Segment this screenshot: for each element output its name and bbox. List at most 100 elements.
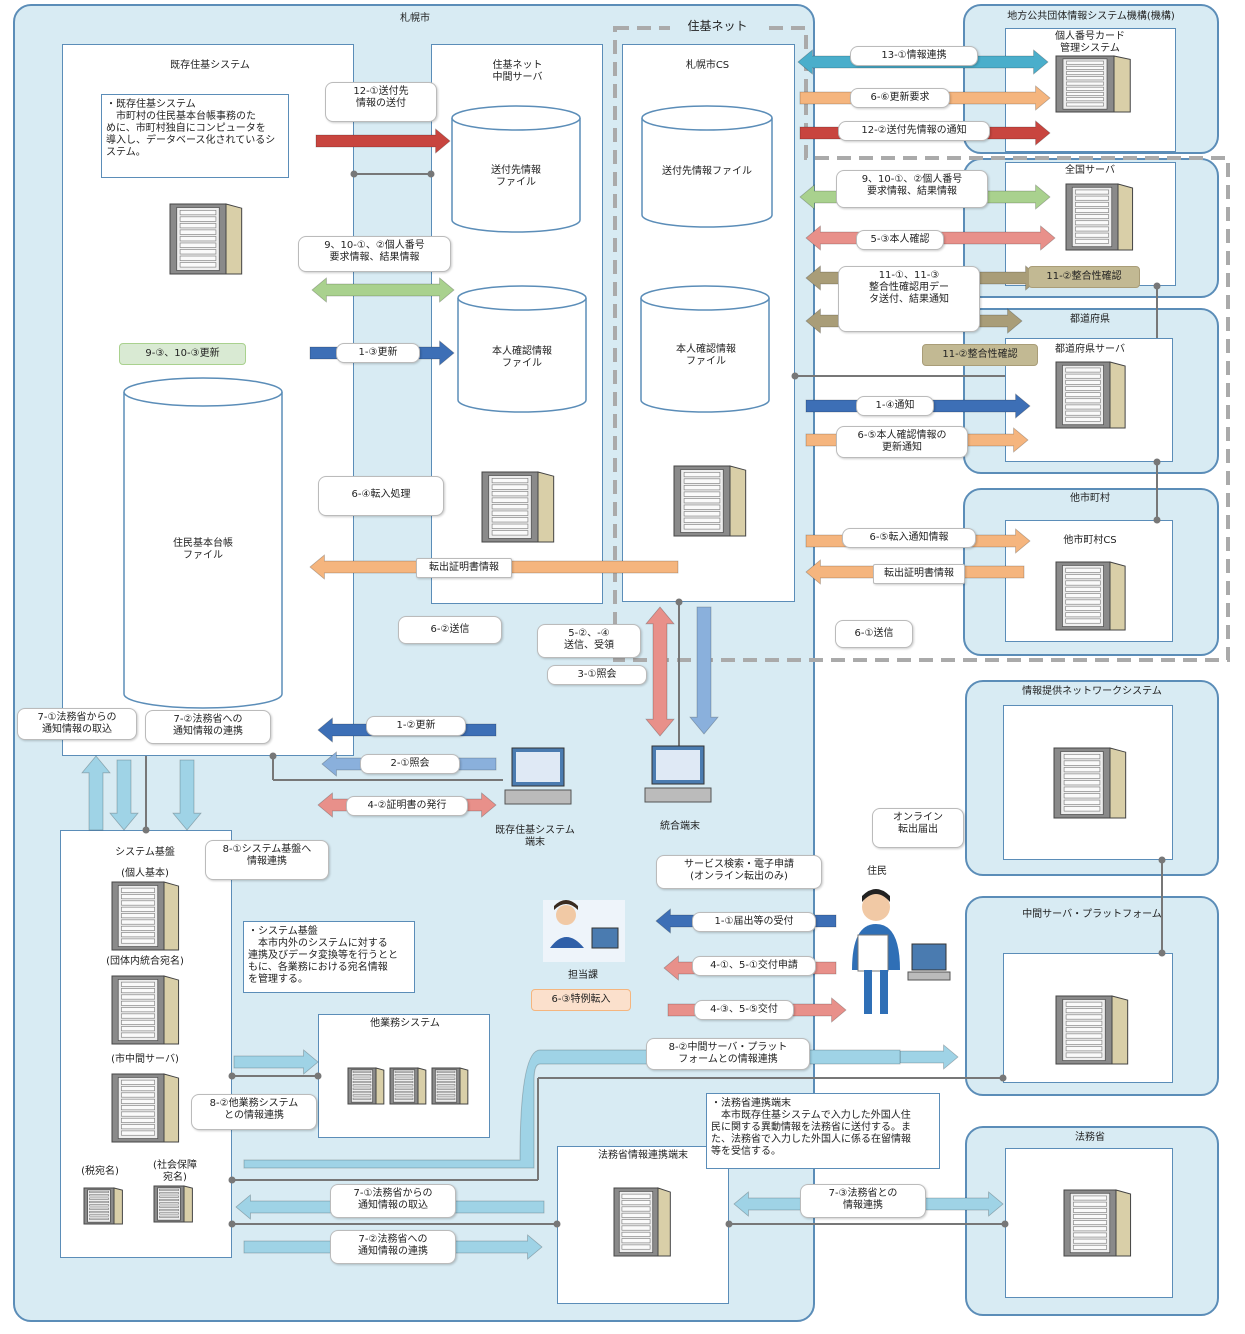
jukinet-title: 住基ネット xyxy=(670,20,765,32)
label-11-1: 11-①、11-③ 整合性確認用デー タ送付、結果通知 xyxy=(838,266,980,332)
jumin-person-icon xyxy=(852,889,951,1014)
kizon-terminal-label: 既存住基システム 端末 xyxy=(495,825,575,848)
label-9-left: 9、10-①、②個人番号 要求情報、結果情報 xyxy=(298,236,451,272)
gyomu-server-1-icon xyxy=(347,1067,385,1105)
homusho-note: ・法務省連携端末 本市既存住基システムで入力した外国人住 民に関する異動情報を法… xyxy=(706,1093,940,1169)
label-12-2: 12-②送付先情報の通知 xyxy=(838,121,990,141)
arrow-8-1-down xyxy=(172,759,202,831)
sofusaki-cs-label: 送付先情報ファイル xyxy=(662,166,752,177)
label-4-3: 4-③、5-⑤交付 xyxy=(694,1000,794,1020)
label-7-1-top: 7-①法務省からの 通知情報の取込 xyxy=(17,708,137,740)
kizon-note: ・既存住基システム 市町村の住民基本台帳事務のた めに、市町村独自にコンピュータ… xyxy=(101,94,289,178)
platform-server-icon xyxy=(1055,995,1129,1065)
label-tenshutsu-1: 転出証明書情報 xyxy=(416,558,512,578)
kizon-terminal-icon xyxy=(504,747,572,805)
gyomu-server-2-icon xyxy=(389,1067,427,1105)
tag-11-2b: 11-②整合性確認 xyxy=(922,344,1038,366)
arrow-3-1 xyxy=(689,606,719,735)
arrow-9-left xyxy=(311,277,455,303)
jumin-label: 住民 xyxy=(867,866,887,877)
label-6-1: 6-①送信 xyxy=(835,620,913,648)
label-tenshutsu-2: 転出証明書情報 xyxy=(873,564,965,584)
kiban-shakai-server-icon xyxy=(153,1185,193,1223)
sofusaki-cs-cylinder xyxy=(641,105,773,228)
label-13-1: 13-①情報連携 xyxy=(850,46,978,66)
label-7-3: 7-③法務省との 情報連携 xyxy=(800,1184,926,1218)
label-online: オンライン 転出届出 xyxy=(872,808,964,848)
tag-11-2a: 11-②整合性確認 xyxy=(1028,266,1140,288)
label-6-5b: 6-⑤転入通知情報 xyxy=(842,528,976,548)
card-system-title: 個人番号カード 管理システム xyxy=(1055,31,1125,54)
honnin-chukan-cylinder xyxy=(457,285,587,413)
label-8-2-gyomu: 8-②他業務システム との情報連携 xyxy=(191,1094,317,1130)
sofusaki-chukan-label: 送付先情報 ファイル xyxy=(491,165,541,188)
homusho-terminal-title: 法務省情報連携端末 xyxy=(598,1150,688,1161)
homusho-title: 法務省 xyxy=(1075,1132,1105,1143)
kiban-note: ・システム基盤 本市内外のシステムに対する 連携及びデータ変換等を行うとと もに… xyxy=(243,921,415,993)
jlis-title: 地方公共団体情報システム機構(機構) xyxy=(1007,11,1175,22)
jumin-file-cylinder xyxy=(123,377,283,709)
label-service: サービス検索・電子申請 (オンライン転出のみ) xyxy=(656,855,822,889)
kiban-shakai-label: (社会保障 宛名) xyxy=(153,1160,197,1183)
label-9-right: 9、10-①、②個人番号 要求情報、結果情報 xyxy=(836,170,988,208)
tag-6-3: 6-③特例転入 xyxy=(531,989,631,1011)
label-5-2: 5-②、-④ 送信、受領 xyxy=(537,624,641,658)
honnin-cs-label: 本人確認情報 ファイル xyxy=(676,344,736,367)
jumin-file-label: 住民基本台帳 ファイル xyxy=(173,538,233,561)
tantoka-label: 担当課 xyxy=(568,970,598,981)
arrow-8-2-plat xyxy=(899,1044,959,1070)
zenkoku-server-title: 全国サーバ xyxy=(1065,165,1115,176)
todofuken-title: 都道府県 xyxy=(1070,314,1110,325)
honnin-cs-cylinder xyxy=(640,285,770,413)
tashichoson-cs-title: 他市町村CS xyxy=(1063,535,1117,546)
chukan-server-title: 住基ネット 中間サーバ xyxy=(492,60,543,83)
label-1-1: 1-①届出等の受付 xyxy=(692,912,816,932)
label-4-1: 4-①、5-①交付申請 xyxy=(692,956,816,976)
label-3-1: 3-①照会 xyxy=(547,665,647,685)
kiban-zeiatena-server-icon xyxy=(83,1187,123,1225)
label-7-2-top: 7-②法務省への 通知情報の連携 xyxy=(145,710,271,744)
tashichoson-title: 他市町村 xyxy=(1070,493,1110,504)
honnin-chukan-label: 本人確認情報 ファイル xyxy=(492,346,552,369)
cs-server-icon xyxy=(673,465,747,537)
gyomu-server-3-icon xyxy=(431,1067,469,1105)
gyomu-system-title: 他業務システム xyxy=(370,1018,440,1029)
label-6-2: 6-②送信 xyxy=(398,616,502,644)
label-12-1: 12-①送付先 情報の送付 xyxy=(325,82,437,122)
label-1-4: 1-④通知 xyxy=(856,396,934,416)
kiban-zeiatena-label: (税宛名) xyxy=(81,1166,119,1177)
homusho-terminal-server-icon xyxy=(613,1187,671,1257)
label-6-6: 6-⑥更新要求 xyxy=(850,88,950,108)
kiban-chukan-server-icon xyxy=(111,1073,180,1143)
jouhou-server-icon xyxy=(1053,747,1127,819)
label-4-2: 4-②証明書の発行 xyxy=(346,796,468,816)
label-7-1-bot: 7-①法務省からの 通知情報の取込 xyxy=(330,1184,456,1218)
zenkoku-server-icon xyxy=(1065,183,1134,251)
todofuken-server-icon xyxy=(1055,361,1126,429)
label-1-3: 1-③更新 xyxy=(336,343,420,363)
arrow-8-2-gyomu xyxy=(233,1049,319,1075)
kiban-chukan-label: (市中間サーバ) xyxy=(111,1054,179,1065)
tashichoson-server-icon xyxy=(1055,561,1126,631)
todofuken-server-title: 都道府県サーバ xyxy=(1055,344,1125,355)
tag-9-3: 9-③、10-③更新 xyxy=(119,343,246,365)
label-1-2: 1-②更新 xyxy=(366,716,466,736)
kiban-dantai-label: (団体内統合宛名) xyxy=(106,956,184,967)
label-6-4: 6-④転入処理 xyxy=(318,476,444,516)
sapporo-title: 札幌市 xyxy=(400,13,430,24)
arrow-12-1 xyxy=(315,128,451,154)
kizon-system-title: 既存住基システム xyxy=(170,60,250,71)
label-5-3: 5-③本人確認 xyxy=(856,230,944,250)
togo-terminal-icon xyxy=(644,745,712,803)
arrow-5-2 xyxy=(645,606,675,737)
kiban-kojin-server-icon xyxy=(111,881,180,951)
togo-terminal-label: 統合端末 xyxy=(660,821,700,832)
system-kiban-title: システム基盤 xyxy=(115,847,175,858)
sapporo-cs-title: 札幌市CS xyxy=(685,60,730,71)
kizon-server-icon xyxy=(169,203,243,275)
